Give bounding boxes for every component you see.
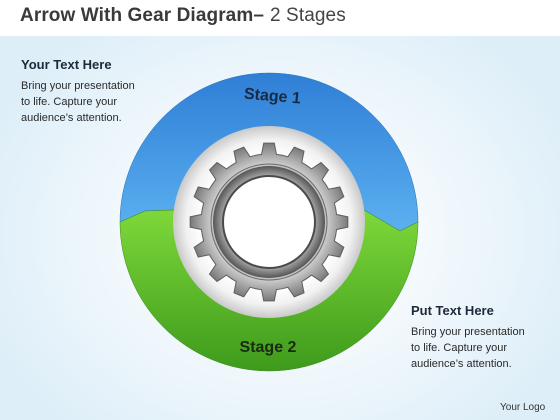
gear-icon (189, 142, 349, 302)
title-bar: Arrow With Gear Diagram–2 Stages (0, 0, 560, 36)
text-line: audience’s attention. (21, 112, 122, 124)
text-line: to life. Capture your (411, 342, 507, 354)
text-line: audience’s attention. (411, 358, 512, 370)
text-block-right-heading: Put Text Here (411, 303, 494, 318)
title-sub: 2 Stages (270, 5, 346, 26)
text-line: Bring your presentation (411, 326, 525, 338)
text-block-right: Put Text Here Bring your presentation to… (411, 303, 525, 372)
text-block-left-heading: Your Text Here (21, 57, 112, 72)
stage-2-label: Stage 2 (240, 339, 297, 356)
text-block-right-body: Bring your presentation to life. Capture… (411, 324, 525, 372)
text-block-left-body: Bring your presentation to life. Capture… (21, 78, 135, 126)
text-block-left: Your Text Here Bring your presentation t… (21, 57, 135, 126)
stage-1-label: Stage 1 (243, 86, 301, 108)
text-line: Bring your presentation (21, 80, 135, 92)
footer-logo-text: Your Logo (500, 402, 546, 413)
title-main: Arrow With Gear Diagram– (20, 5, 265, 26)
page-title: Arrow With Gear Diagram–2 Stages (20, 5, 346, 27)
text-line: to life. Capture your (21, 96, 117, 108)
